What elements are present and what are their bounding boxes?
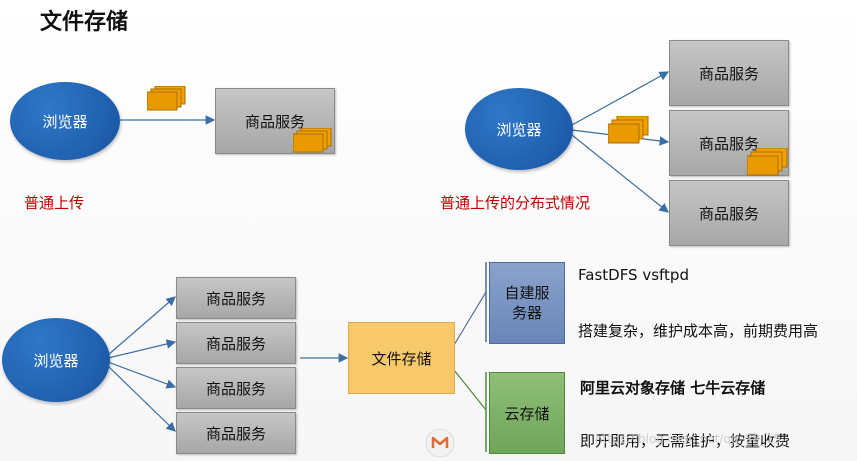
arrow-browser-to-service-1 <box>571 71 670 126</box>
distributed-upload-label: 普通上传的分布式情况 <box>440 194 591 212</box>
arrow-browser-to-service-a <box>107 296 176 356</box>
file-stack-icon <box>747 148 788 176</box>
arrow-browser-to-service-3 <box>571 134 669 213</box>
self-built-note: 搭建复杂，维护成本高，前期费用高 <box>578 322 819 340</box>
self-built-server-node: 自建服务器 <box>489 262 565 344</box>
link-file-storage-to-self-built <box>453 291 487 346</box>
service-node-b: 商品服务 <box>176 322 296 364</box>
page-title: 文件存储 <box>40 10 129 35</box>
service-node-d: 商品服务 <box>176 412 296 454</box>
cloud-note: 即开即用，无需维护，按量收费 <box>580 432 791 450</box>
cloud-products: 阿里云对象存储 七牛云存储 <box>580 379 766 397</box>
file-storage-node: 文件存储 <box>348 322 455 394</box>
arrow-browser-to-service-b <box>107 339 177 359</box>
browser-node: 浏览器 <box>465 88 573 170</box>
file-stack-icon <box>293 128 332 153</box>
file-stack-icon <box>147 86 186 111</box>
self-built-products: FastDFS vsftpd <box>578 266 689 284</box>
self-built-label: 自建服务器 <box>504 284 550 322</box>
service-node-1: 商品服务 <box>669 40 789 106</box>
cloud-storage-node: 云存储 <box>489 372 565 454</box>
watermark-text: https://blog.csdn.net/qq_38_15 <box>595 432 782 446</box>
arrow-browser-to-service-c <box>107 361 177 389</box>
file-stack-icon <box>608 116 649 144</box>
browser-node: 浏览器 <box>10 82 120 160</box>
logo-icon <box>425 428 455 458</box>
service-node-3: 商品服务 <box>669 180 789 246</box>
normal-upload-label: 普通上传 <box>24 194 85 212</box>
arrow-browser-to-service-d <box>107 365 176 432</box>
link-file-storage-to-cloud <box>453 369 487 411</box>
service-node-c: 商品服务 <box>176 367 296 409</box>
service-node-a: 商品服务 <box>176 277 296 319</box>
browser-node: 浏览器 <box>2 318 110 402</box>
